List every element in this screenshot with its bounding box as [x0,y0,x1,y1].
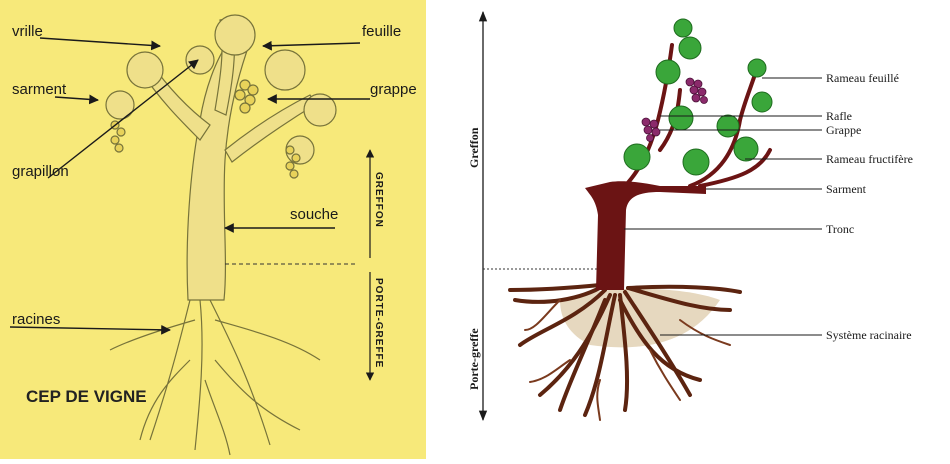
zone-label-porte-greffe: PORTE-GREFFE [373,278,384,368]
label-feuille: feuille [362,23,401,40]
label-souche: souche [290,206,338,223]
label-vrille: vrille [12,23,43,40]
right-panel: Greffon Porte-greffe [432,0,950,459]
label-sarment-right: Sarment [826,182,867,196]
label-rafle: Rafle [826,109,852,123]
label-systeme-racinaire: Système racinaire [826,328,912,342]
zone-label-greffon-right: Greffon [467,127,481,168]
zone-label-porte-greffe-right: Porte-greffe [467,328,481,390]
label-rameau-fructifere: Rameau fructifère [826,152,913,166]
label-tronc: Tronc [826,222,854,236]
label-grapillon: grapillon [12,163,69,180]
left-panel: vrille sarment grapillon feuille grappe … [0,0,426,459]
label-sarment: sarment [12,81,67,98]
zone-label-greffon: GREFFON [373,172,384,228]
left-panel-title: CEP DE VIGNE [26,387,147,406]
panel-divider [426,0,432,459]
label-grappe-right: Grappe [826,123,861,137]
label-rameau-feuille: Rameau feuillé [826,71,899,85]
label-grappe: grappe [370,81,417,98]
label-racines: racines [12,311,60,328]
